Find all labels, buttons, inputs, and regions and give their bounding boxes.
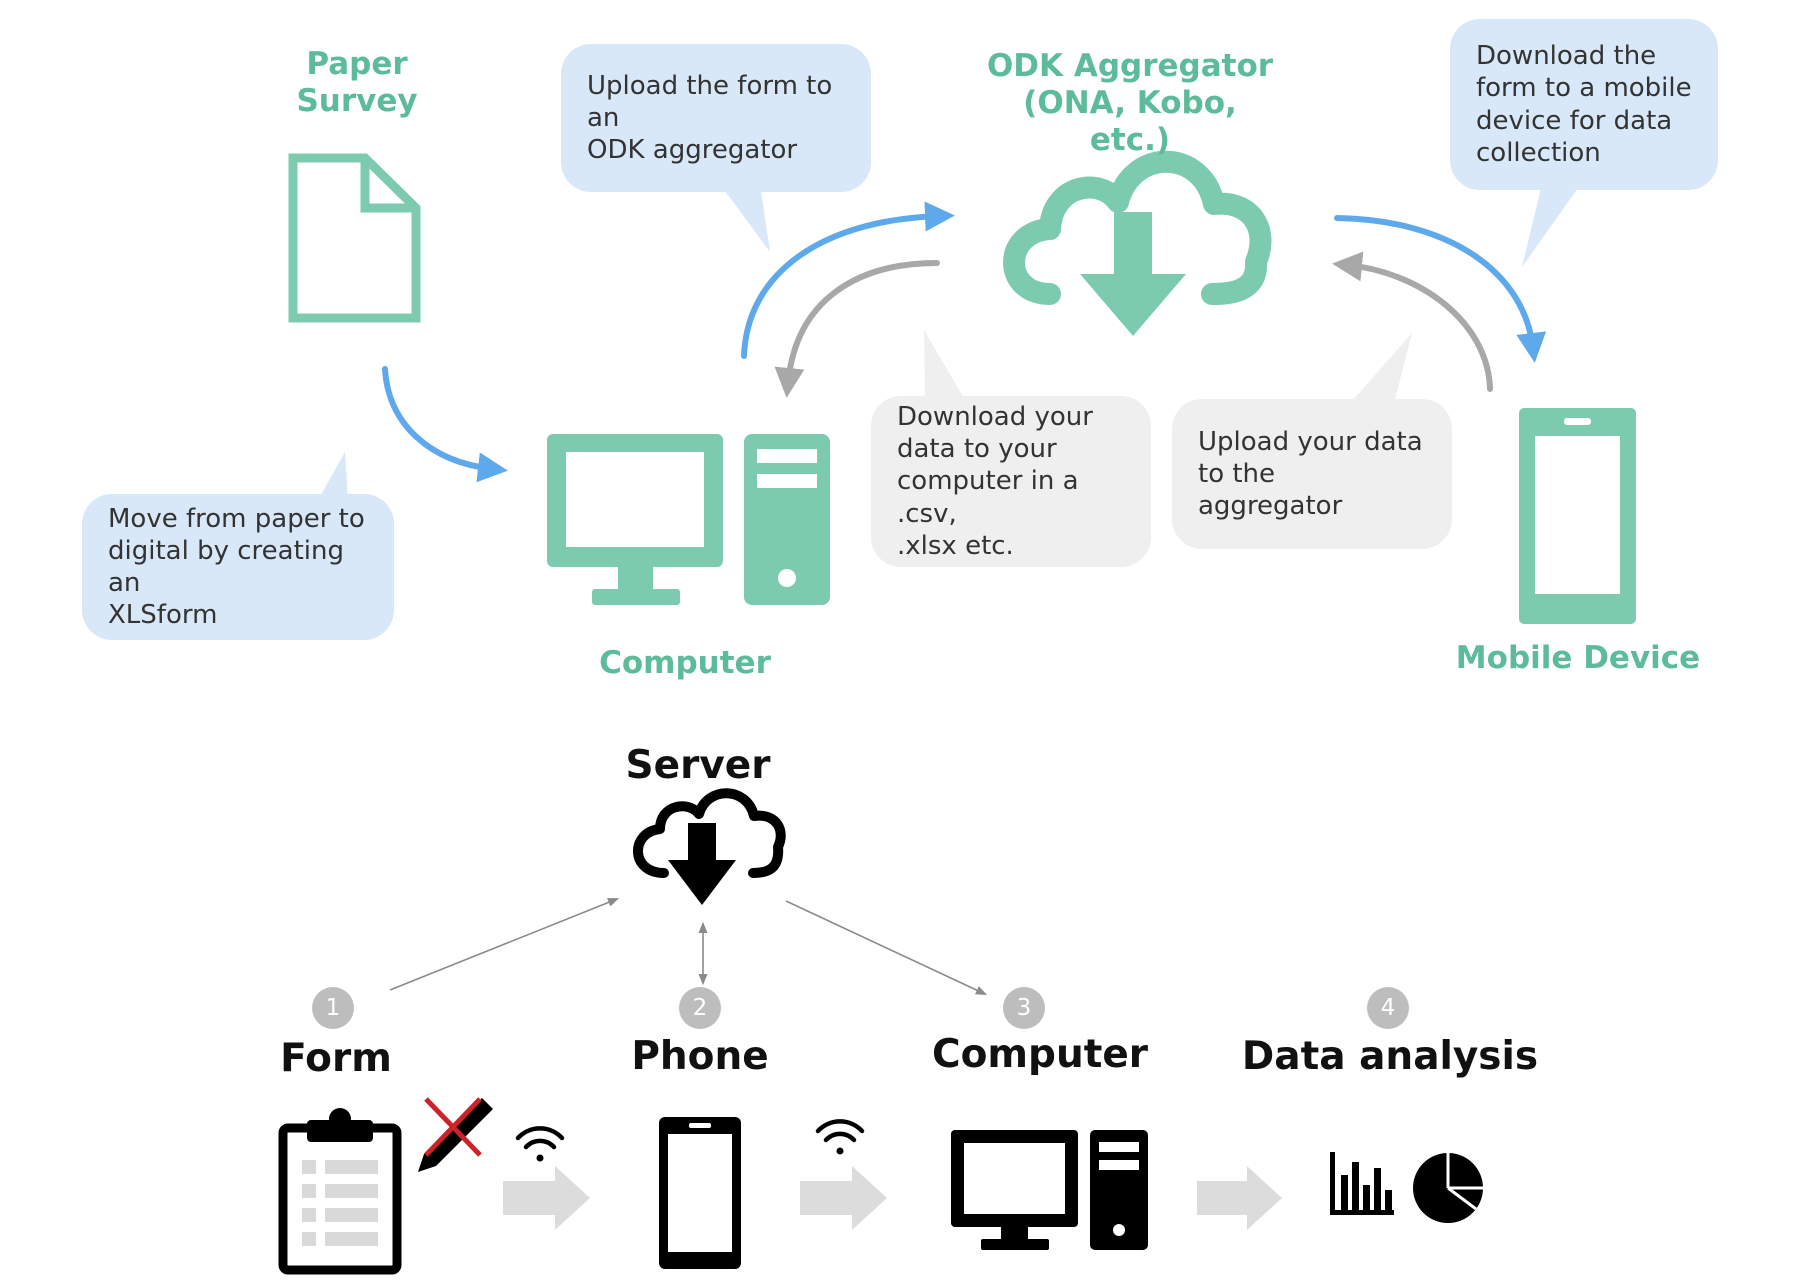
bar-chart-icon [1330,1152,1394,1215]
step-number: 3 [1003,987,1045,1029]
step-number: 2 [679,987,721,1029]
arrow-paper-to-computer [382,366,508,483]
step-label-phone: Phone [631,1034,769,1079]
clipboard-icon [278,1108,402,1275]
download-form-bubble: Download the form to a mobile device for… [1450,19,1718,190]
upload-form-bubble: Upload the form to an ODK aggregator [561,44,871,192]
arrow-upload-form [741,201,955,359]
computer-black-icon [951,1130,1148,1250]
arrow-form-to-server [389,898,620,991]
flow-arrow [1197,1166,1282,1230]
mobile-device-icon [1519,408,1636,624]
step-label-form: Form [280,1036,392,1081]
paper-document-icon [288,153,421,323]
bubble-tail [318,452,348,500]
server-cloud-icon [633,788,786,905]
arrow-upload-data [1332,251,1493,392]
mobile-device-label: Mobile Device [1455,640,1701,676]
upload-data-bubble: Upload your data to the aggregator [1172,399,1452,549]
download-data-text: Download your data to your computer in a… [897,401,1093,561]
wifi-icon [515,1126,565,1162]
cloud-download-icon [1003,150,1272,336]
flow-arrow [800,1166,887,1230]
computer-icon [547,434,830,605]
bubble-tail [1522,188,1578,267]
step-number: 4 [1367,987,1409,1029]
upload-data-text: Upload your data to the aggregator [1198,426,1423,522]
step-label-computer: Computer [931,1032,1149,1077]
server-label: Server [625,743,771,788]
pie-chart-icon [1413,1153,1483,1223]
phone-icon [659,1117,741,1269]
move-digital-text: Move from paper to digital by creating a… [108,503,365,631]
step-label-data-analysis: Data analysis [1241,1034,1539,1079]
move-digital-bubble: Move from paper to digital by creating a… [82,494,394,640]
upload-form-text: Upload the form to an ODK aggregator [587,70,833,166]
wifi-icon [815,1119,865,1155]
bubble-tail [924,330,965,400]
arrow-download-form [1334,215,1547,363]
bubble-tail [720,184,770,252]
step-number: 1 [312,987,354,1029]
arrow-server-to-computer [785,900,988,995]
download-data-bubble: Download your data to your computer in a… [871,396,1151,567]
computer-label: Computer [599,645,771,681]
paper-survey-label: Paper Survey [296,46,418,120]
pencil-crossed-icon [418,1097,493,1172]
bubble-tail [1353,333,1412,400]
arrow-download-data [774,260,940,398]
aggregator-label: ODK Aggregator (ONA, Kobo, etc.) [986,48,1274,159]
flow-arrow [503,1166,590,1230]
download-form-text: Download the form to a mobile device for… [1476,41,1692,168]
